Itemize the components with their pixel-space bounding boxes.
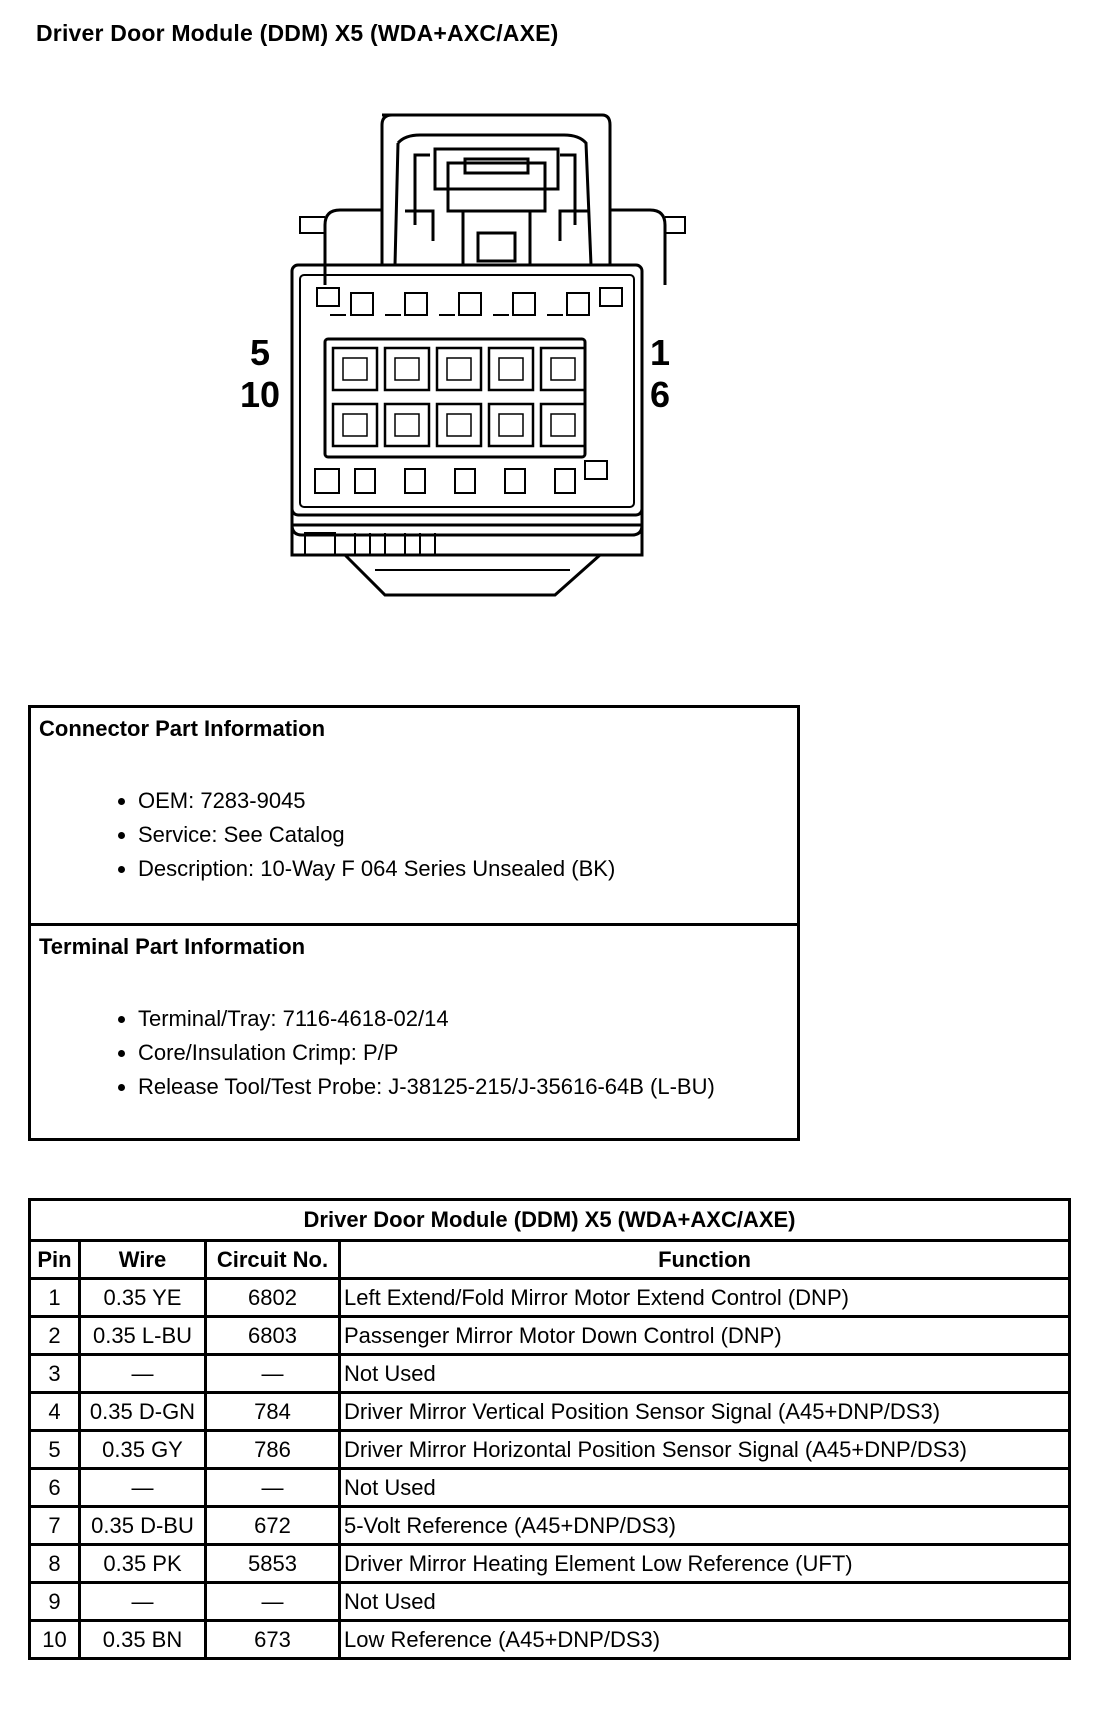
circuit-cell: 6802 [204, 1277, 341, 1318]
table-row: 6 — — Not Used [28, 1467, 1072, 1508]
function-cell: Low Reference (A45+DNP/DS3) [337, 1619, 1072, 1660]
pinout-table-caption: Driver Door Module (DDM) X5 (WDA+AXC/AXE… [27, 1198, 1072, 1242]
circuit-cell: 784 [204, 1391, 341, 1432]
page-title: Driver Door Module (DDM) X5 (WDA+AXC/AXE… [36, 20, 559, 46]
list-item: Core/Insulation Crimp: P/P [31, 1036, 715, 1070]
pinout-table: Driver Door Module (DDM) X5 (WDA+AXC/AXE… [27, 1198, 1072, 1660]
wire-cell: 0.35 BN [78, 1619, 207, 1660]
circuit-cell: — [204, 1353, 341, 1394]
terminal-part-info-heading: Terminal Part Information [39, 934, 306, 959]
circuit-cell: — [204, 1581, 341, 1622]
function-cell: 5-Volt Reference (A45+DNP/DS3) [337, 1505, 1072, 1546]
table-row: 4 0.35 D-GN 784 Driver Mirror Vertical P… [28, 1391, 1072, 1432]
function-cell: Passenger Mirror Motor Down Control (DNP… [337, 1315, 1072, 1356]
wire-cell: 0.35 GY [78, 1429, 207, 1470]
table-row: 1 0.35 YE 6802 Left Extend/Fold Mirror M… [28, 1277, 1072, 1318]
circuit-cell: 673 [204, 1619, 341, 1660]
table-row: 5 0.35 GY 786 Driver Mirror Horizontal P… [28, 1429, 1072, 1470]
function-cell: Driver Mirror Heating Element Low Refere… [337, 1543, 1072, 1584]
wire-cell: — [78, 1581, 207, 1622]
pin-cell: 6 [28, 1467, 81, 1508]
pin-cell: 2 [28, 1315, 81, 1356]
column-header-wire: Wire [78, 1239, 207, 1280]
terminal-part-info-list: Terminal/Tray: 7116-4618-02/14 Core/Insu… [31, 1002, 715, 1104]
function-cell: Not Used [337, 1581, 1072, 1622]
function-cell: Driver Mirror Vertical Position Sensor S… [337, 1391, 1072, 1432]
wire-cell: — [78, 1467, 207, 1508]
circuit-cell: 786 [204, 1429, 341, 1470]
list-item: Description: 10-Way F 064 Series Unseale… [31, 852, 615, 886]
pin-cell: 8 [28, 1543, 81, 1584]
column-header-pin: Pin [28, 1239, 81, 1280]
function-cell: Left Extend/Fold Mirror Motor Extend Con… [337, 1277, 1072, 1318]
table-row: 9 — — Not Used [28, 1581, 1072, 1622]
wire-cell: 0.35 D-GN [78, 1391, 207, 1432]
wire-cell: 0.35 D-BU [78, 1505, 207, 1546]
circuit-cell: 6803 [204, 1315, 341, 1356]
list-item: Service: See Catalog [31, 818, 615, 852]
pin-cell: 9 [28, 1581, 81, 1622]
table-row: 2 0.35 L-BU 6803 Passenger Mirror Motor … [28, 1315, 1072, 1356]
pin-cell: 4 [28, 1391, 81, 1432]
table-row: 8 0.35 PK 5853 Driver Mirror Heating Ele… [28, 1543, 1072, 1584]
connector-part-info-heading: Connector Part Information [39, 716, 326, 741]
part-information-box: Connector Part Information OEM: 7283-904… [28, 705, 800, 1141]
table-row: 7 0.35 D-BU 672 5-Volt Reference (A45+DN… [28, 1505, 1072, 1546]
pin-cell: 7 [28, 1505, 81, 1546]
connector-part-info: Connector Part Information OEM: 7283-904… [31, 708, 797, 926]
connector-part-info-list: OEM: 7283-9045 Service: See Catalog Desc… [31, 784, 615, 886]
wire-cell: 0.35 PK [78, 1543, 207, 1584]
function-cell: Not Used [337, 1467, 1072, 1508]
wire-cell: 0.35 L-BU [78, 1315, 207, 1356]
column-header-function: Function [337, 1239, 1072, 1280]
pin-label-6: 6 [650, 374, 670, 415]
table-row: 10 0.35 BN 673 Low Reference (A45+DNP/DS… [28, 1619, 1072, 1660]
pin-cell: 10 [28, 1619, 81, 1660]
list-item: OEM: 7283-9045 [31, 784, 615, 818]
function-cell: Driver Mirror Horizontal Position Sensor… [337, 1429, 1072, 1470]
wire-cell: 0.35 YE [78, 1277, 207, 1318]
wire-cell: — [78, 1353, 207, 1394]
circuit-cell: 5853 [204, 1543, 341, 1584]
pin-label-1: 1 [650, 332, 670, 373]
list-item: Release Tool/Test Probe: J-38125-215/J-3… [31, 1070, 715, 1104]
pin-cell: 1 [28, 1277, 81, 1318]
connector-face-diagram: 5 10 1 6 [240, 113, 686, 597]
circuit-cell: 672 [204, 1505, 341, 1546]
circuit-cell: — [204, 1467, 341, 1508]
pin-label-5: 5 [250, 332, 270, 373]
table-row: 3 — — Not Used [28, 1353, 1072, 1394]
function-cell: Not Used [337, 1353, 1072, 1394]
list-item: Terminal/Tray: 7116-4618-02/14 [31, 1002, 715, 1036]
pin-label-10: 10 [240, 374, 280, 415]
pin-cell: 5 [28, 1429, 81, 1470]
pin-cell: 3 [28, 1353, 81, 1394]
terminal-part-info: Terminal Part Information Terminal/Tray:… [31, 926, 797, 1138]
column-header-circuit: Circuit No. [204, 1239, 341, 1280]
